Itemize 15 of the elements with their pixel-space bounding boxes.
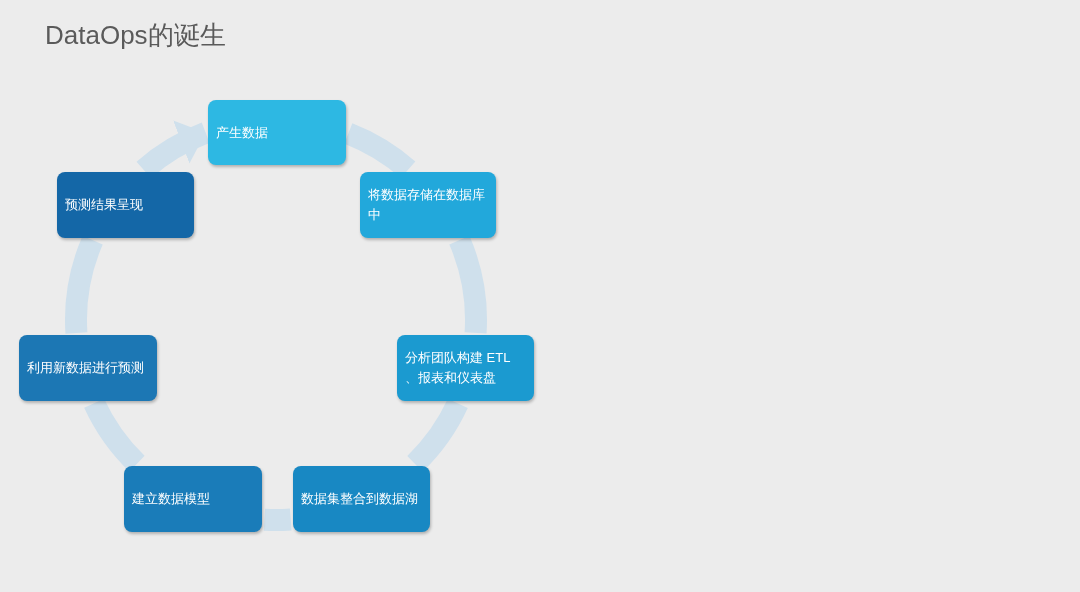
step-label: 利用新数据进行预测: [27, 359, 145, 377]
step-label: 产生数据: [216, 123, 269, 142]
step-label: 预测结果呈现: [65, 196, 144, 214]
step-label: 数据集整合到数据湖: [301, 490, 419, 508]
step-box: [57, 172, 194, 238]
step-box: [360, 172, 496, 238]
step-box: [397, 335, 534, 401]
step-label: 分析团队构建 ETL 、报表和仪表盘: [405, 349, 511, 387]
slide-title: DataOps的诞生: [45, 19, 226, 52]
step-box: [124, 466, 262, 532]
step-label: 建立数据模型: [132, 490, 211, 508]
step-box: [19, 335, 157, 401]
step-box: [208, 100, 346, 165]
step-box: [293, 466, 430, 532]
step-label: 将数据存储在数据库中: [368, 186, 486, 224]
